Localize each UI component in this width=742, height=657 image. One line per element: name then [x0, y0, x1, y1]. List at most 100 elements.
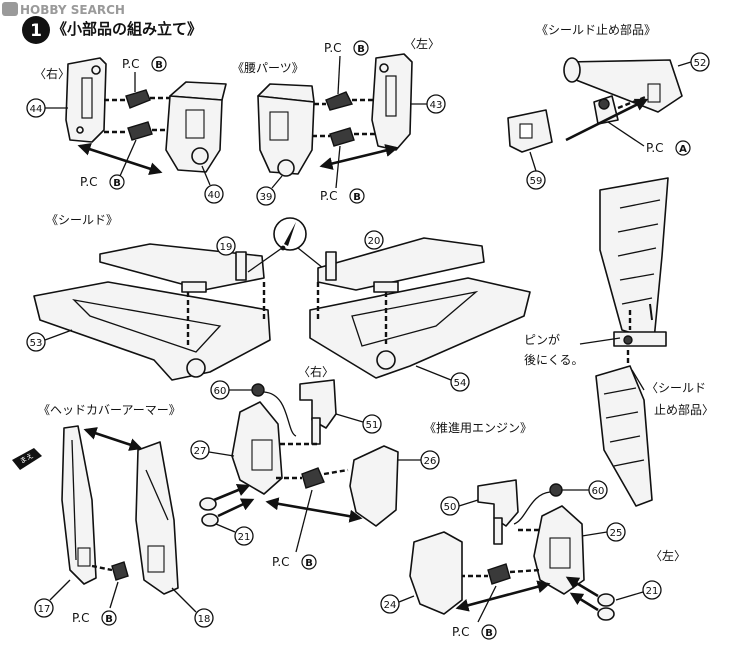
svg-text:P.C: P.C — [452, 625, 470, 639]
label-right-top: 〈右〉 — [34, 66, 70, 81]
callout-43: 43 — [410, 94, 446, 114]
label-right-mid: 〈右〉 — [298, 364, 334, 379]
step-number: 1 — [30, 21, 42, 41]
pc-b-label-3: P.C B — [324, 40, 369, 56]
callout-40: 40 — [201, 165, 224, 204]
label-thruster: 《推進用エンジン》 — [424, 421, 532, 435]
section-thruster: 《推進用エンジン》 〈左〉 P.C B 50 — [380, 421, 686, 640]
part-60-cap — [251, 383, 265, 397]
svg-text:54: 54 — [454, 378, 467, 389]
callout-60-b: 60 — [562, 480, 608, 500]
svg-text:20: 20 — [368, 236, 381, 247]
part-52-body — [565, 59, 683, 113]
assembly-arrow-59 — [565, 98, 649, 142]
step-header: 1 《小部品の組み立て》 — [22, 16, 202, 44]
part-44-panel — [65, 57, 107, 143]
part-19-plate — [99, 243, 265, 291]
label-shield-stopper: 《シールド止め部品》 — [536, 22, 656, 37]
svg-text:21: 21 — [646, 586, 659, 597]
assembly-arrow-mid — [265, 497, 363, 523]
pc-b-label-6: P.C B — [452, 624, 497, 640]
callout-24: 24 — [380, 594, 415, 614]
section-shield-side: ピンが 後にくる。 〈シールド 止め部品〉 — [524, 177, 714, 507]
part-21-piece-a — [199, 497, 217, 511]
callout-17: 17 — [34, 579, 71, 618]
shield-upper-half — [599, 177, 669, 341]
svg-text:43: 43 — [430, 100, 443, 111]
pc-b-part-mid — [301, 467, 325, 489]
svg-text:B: B — [105, 614, 113, 625]
front-tag: まえ — [12, 448, 42, 470]
shield-lower-half — [595, 365, 653, 507]
svg-text:21: 21 — [238, 532, 251, 543]
callout-20: 20 — [364, 230, 384, 250]
pc-b-part-waist-upper — [325, 91, 354, 111]
section-right-top: 〈右〉 P.C B P.C B — [26, 56, 227, 204]
svg-text:B: B — [155, 60, 163, 71]
part-20-peg — [325, 251, 337, 281]
label-head-cover: 《ヘッドカバーアーマー》 — [38, 403, 181, 417]
pc-b-label-4: P.C B — [320, 188, 365, 204]
assembly-arrow-right-top — [77, 143, 163, 175]
part-21-piece-d — [597, 607, 615, 621]
part-53-frame — [33, 281, 271, 381]
part-24-body — [409, 531, 463, 615]
callout-54: 54 — [415, 365, 470, 392]
part-60-cap-b — [549, 483, 563, 497]
callout-51: 51 — [335, 413, 382, 434]
svg-text:24: 24 — [384, 600, 397, 611]
callout-52: 52 — [677, 52, 710, 72]
assembly-arrow-waist — [319, 144, 399, 170]
callout-60-a: 60 — [210, 380, 252, 400]
pc-b-label-2: P.C B — [80, 174, 125, 190]
svg-text:B: B — [485, 628, 493, 639]
section-shield: 《シールド》 19 20 — [26, 213, 531, 392]
part-21-piece-c — [597, 593, 615, 607]
watermark-logo: HOBBY SEARCH — [2, 2, 125, 17]
callout-19: 19 — [216, 236, 236, 256]
svg-text:40: 40 — [208, 190, 221, 201]
callout-27: 27 — [190, 440, 235, 460]
svg-text:39: 39 — [260, 192, 273, 203]
svg-text:52: 52 — [694, 58, 707, 69]
callout-21-b: 21 — [615, 580, 662, 601]
svg-text:P.C: P.C — [72, 611, 90, 625]
pc-b-part-thruster — [487, 563, 511, 585]
assembly-arrow-thruster — [455, 580, 551, 612]
pc-b-part-waist-lower — [329, 127, 355, 147]
svg-text:53: 53 — [30, 338, 43, 349]
step-number-badge — [22, 16, 50, 44]
callout-21-a: 21 — [215, 523, 254, 546]
assembly-arrow-head — [83, 427, 143, 451]
part-39-body — [257, 95, 315, 175]
pc-b-part-upper — [125, 89, 151, 109]
shield-stopper-side-line-2: 止め部品〉 — [654, 402, 714, 417]
part-25-body — [533, 505, 585, 595]
part-54-frame — [309, 277, 531, 379]
callout-26: 26 — [398, 450, 440, 470]
section-right-mid: 〈右〉 P.C B 60 — [190, 364, 440, 570]
pc-b-part-head — [111, 561, 129, 581]
svg-text:B: B — [353, 192, 361, 203]
step-title: 《小部品の組み立て》 — [52, 20, 202, 38]
shield-stopper-side-line-1: 〈シールド — [646, 381, 706, 395]
part-27-body — [231, 401, 283, 495]
svg-text:P.C: P.C — [122, 57, 140, 71]
svg-text:B: B — [305, 558, 313, 569]
svg-text:44: 44 — [30, 104, 43, 115]
section-head-cover: 《ヘッドカバーアーマー》 まえ P.C B 17 18 — [12, 403, 214, 628]
callout-39: 39 — [256, 175, 283, 206]
part-17-body — [61, 425, 97, 585]
part-43-panel — [371, 53, 413, 151]
svg-text:25: 25 — [610, 528, 623, 539]
callout-59: 59 — [526, 151, 546, 190]
section-waist: 《腰パーツ》 〈左〉 P.C B P.C B — [232, 36, 446, 206]
callout-50: 50 — [440, 496, 479, 516]
callout-18: 18 — [171, 587, 214, 628]
watermark-text: HOBBY SEARCH — [20, 3, 125, 17]
label-shield: 《シールド》 — [46, 213, 118, 227]
shield-stopper-part — [613, 331, 667, 347]
svg-text:B: B — [113, 178, 121, 189]
part-26-body — [349, 445, 399, 527]
